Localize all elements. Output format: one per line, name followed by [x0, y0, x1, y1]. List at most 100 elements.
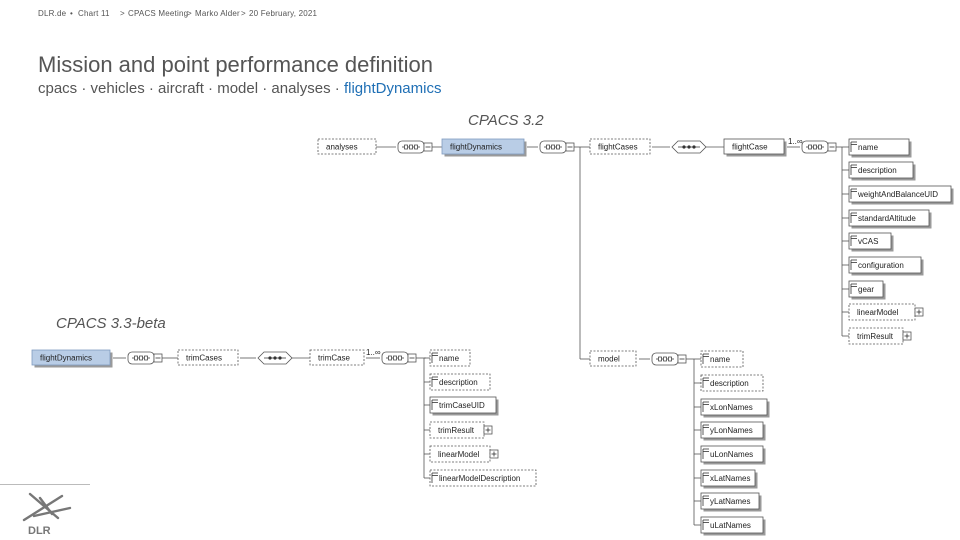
schema-element-configuration[interactable]: configuration: [848, 256, 924, 276]
header-date: 20 February, 2021: [249, 9, 318, 18]
schema-element-xlatnames[interactable]: xLatNames: [700, 469, 758, 489]
compositor-dot: [139, 355, 143, 361]
element-box: [848, 209, 930, 227]
element-box: [700, 398, 768, 416]
element-label: name: [858, 143, 879, 152]
compositor-dot: [808, 144, 812, 150]
element-label: flightDynamics: [450, 143, 502, 152]
schema-element-trimresult[interactable]: trimResult: [429, 421, 493, 439]
schema-element-ulatnames[interactable]: uLatNames: [700, 516, 766, 536]
element-box: [429, 396, 497, 414]
compositor-dot: [556, 144, 560, 150]
element-label: gear: [858, 285, 874, 294]
schema-element-model[interactable]: model: [589, 350, 637, 367]
element-box: [429, 421, 485, 439]
schema-element-description[interactable]: description: [700, 374, 764, 392]
schema-element-xlonnames[interactable]: xLonNames: [700, 398, 770, 418]
element-label: yLonNames: [710, 426, 753, 435]
schema-element-description[interactable]: description: [429, 373, 491, 391]
element-box: [700, 516, 764, 534]
version-label-3-2: CPACS 3.2: [468, 112, 544, 129]
element-label: flightCase: [732, 143, 768, 152]
compositor-dot: [144, 355, 148, 361]
element-label: analyses: [326, 143, 358, 152]
element-box: [848, 138, 910, 156]
element-label: weightAndBalanceUID: [857, 190, 938, 199]
element-box: [700, 421, 764, 439]
element-box: [429, 349, 471, 367]
multiplicity-label: 1..∞: [788, 137, 803, 146]
element-box: [589, 350, 637, 367]
schema-element-name[interactable]: name: [429, 349, 471, 367]
element-box: [31, 349, 111, 366]
header-site: DLR.de: [38, 9, 67, 18]
sequence-compositor-icon: [381, 351, 417, 365]
element-box: [848, 232, 892, 250]
schema-element-flightcases[interactable]: flightCases: [589, 138, 651, 155]
element-label: xLatNames: [710, 474, 750, 483]
element-label: standardAltitude: [858, 214, 916, 223]
header-separator: >: [120, 9, 125, 18]
element-box: [429, 469, 537, 487]
element-box: [848, 280, 884, 298]
breadcrumb-current[interactable]: flightDynamics: [343, 80, 442, 97]
schema-element-trimresult[interactable]: trimResult: [848, 327, 912, 345]
element-label: description: [439, 378, 478, 387]
schema-element-ulonnames[interactable]: uLonNames: [700, 445, 766, 465]
element-label: trimCaseUID: [439, 401, 485, 410]
schema-element-trimcaseuid[interactable]: trimCaseUID: [429, 396, 499, 416]
schema-element-name[interactable]: name: [700, 350, 744, 368]
sequence-compositor-icon: [651, 352, 687, 366]
schema-element-standardaltitude[interactable]: standardAltitude: [848, 209, 932, 229]
element-box: [177, 349, 239, 366]
schema-element-flightcase[interactable]: flightCase: [723, 138, 787, 157]
choice-compositor-icon: [257, 351, 293, 365]
element-box: [700, 445, 764, 463]
multiplicity-label: 1..∞: [366, 348, 381, 357]
schema-element-flightdynamics[interactable]: flightDynamics: [441, 138, 527, 157]
page-title: Mission and point performance definition: [38, 52, 434, 77]
header-separator: •: [70, 9, 74, 18]
element-box: [429, 373, 491, 391]
header-author: Marko Alder: [195, 9, 240, 18]
header-separator: >: [187, 9, 192, 18]
element-label: description: [858, 166, 897, 175]
element-box: [700, 492, 760, 510]
schema-element-linearmodel[interactable]: linearModel: [429, 445, 499, 463]
element-box: [589, 138, 651, 155]
header-separator: >: [241, 9, 246, 18]
schema-element-vcas[interactable]: vCAS: [848, 232, 894, 252]
schema-element-trimcases[interactable]: trimCases: [177, 349, 239, 366]
element-label: trimResult: [438, 426, 475, 435]
schema-element-flightdynamics[interactable]: flightDynamics: [31, 349, 113, 368]
sequence-compositor-icon: [397, 140, 433, 154]
schema-element-description[interactable]: description: [848, 161, 916, 181]
compositor-dot: [813, 144, 817, 150]
schema-element-trimcase[interactable]: trimCase: [309, 349, 365, 366]
schema-element-linearmodeldescription[interactable]: linearModelDescription: [429, 469, 537, 487]
element-label: linearModel: [857, 308, 899, 317]
element-label: trimCase: [318, 354, 351, 363]
element-label: linearModel: [438, 450, 480, 459]
compositor-dot: [546, 144, 550, 150]
element-box: [848, 161, 914, 179]
compositor-dot: [687, 145, 691, 149]
element-box: [700, 469, 756, 487]
schema-element-ylatnames[interactable]: yLatNames: [700, 492, 762, 512]
schema-element-name[interactable]: name: [848, 138, 912, 158]
element-label: trimResult: [857, 332, 894, 341]
schema-element-gear[interactable]: gear: [848, 280, 886, 300]
compositor-dot: [818, 144, 822, 150]
element-box: [848, 256, 922, 274]
schema-element-analyses[interactable]: analyses: [317, 138, 377, 155]
element-label: yLatNames: [710, 497, 750, 506]
schema-element-weightandbalanceuid[interactable]: weightAndBalanceUID: [848, 185, 954, 205]
compositor-dot: [658, 356, 662, 362]
schema-element-ylonnames[interactable]: yLonNames: [700, 421, 766, 441]
compositor-dot: [398, 355, 402, 361]
compositor-dot: [278, 356, 282, 360]
element-label: linearModelDescription: [439, 474, 520, 483]
schema-element-linearmodel[interactable]: linearModel: [848, 303, 924, 321]
breadcrumb: cpacs · vehicles · aircraft · model · an…: [38, 80, 441, 97]
